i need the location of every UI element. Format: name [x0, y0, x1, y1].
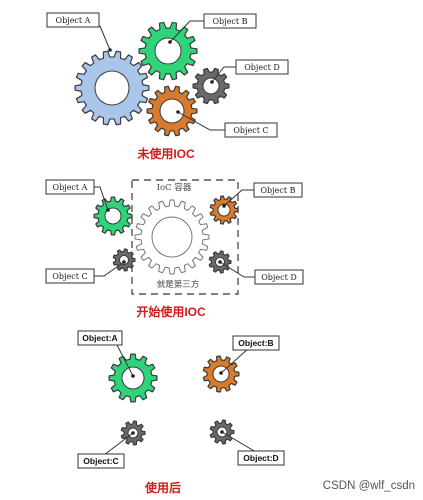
- gear-object-b: [138, 21, 198, 81]
- gear-object-a: [93, 196, 133, 236]
- label-object-b: Object B: [253, 182, 303, 198]
- label-object-a: Object A: [46, 12, 100, 28]
- label-object-b: Object:B: [232, 335, 280, 351]
- svg-text:Object D: Object D: [261, 273, 297, 282]
- svg-text:Object A: Object A: [56, 16, 91, 25]
- svg-text:Object C: Object C: [52, 272, 87, 281]
- svg-text:Object B: Object B: [212, 17, 247, 26]
- label-object-c: Object C: [45, 268, 95, 284]
- label-object-d: Object:D: [237, 450, 285, 466]
- caption-after-ioc: 使用后: [144, 480, 181, 495]
- watermark: CSDN @wlf_csdn: [322, 480, 415, 492]
- caption-with-ioc: 开始使用IOC: [136, 304, 206, 319]
- svg-text:Object:B: Object:B: [238, 338, 273, 348]
- panel-before-ioc: Object A Object B Object D Object C 未使用I…: [46, 12, 289, 161]
- gear-object-b: [209, 195, 239, 225]
- label-object-b: Object B: [203, 13, 257, 29]
- label-object-d: Object D: [254, 269, 304, 285]
- caption-before-ioc: 未使用IOC: [136, 146, 195, 161]
- label-object-c: Object:C: [77, 453, 125, 469]
- panel-with-ioc: IoC 容器 就是第三方 Object A Object B Object C …: [45, 179, 304, 319]
- gear-object-d: [192, 67, 230, 105]
- ioc-container-title: IoC 容器: [157, 182, 192, 193]
- label-object-a: Object:A: [77, 330, 123, 346]
- label-object-d: Object D: [235, 59, 289, 75]
- panel-after-ioc: Object:A Object:B Object:C Object:D 使用后: [77, 330, 285, 495]
- gear-ioc-container: [134, 199, 210, 275]
- svg-text:Object A: Object A: [53, 183, 88, 192]
- ioc-container-subtitle: 就是第三方: [157, 279, 200, 290]
- gear-object-a: [108, 353, 158, 403]
- ioc-container-box: [131, 179, 239, 295]
- gear-object-a: [74, 50, 150, 126]
- svg-text:Object:A: Object:A: [82, 333, 117, 343]
- label-object-a: Object A: [45, 179, 95, 195]
- svg-text:Object C: Object C: [233, 126, 268, 135]
- gear-object-c: [146, 85, 198, 137]
- svg-text:Object D: Object D: [244, 63, 280, 72]
- svg-text:Object:C: Object:C: [83, 456, 118, 466]
- svg-text:Object B: Object B: [260, 186, 295, 195]
- svg-text:Object:D: Object:D: [243, 453, 278, 463]
- label-object-c: Object C: [224, 122, 278, 138]
